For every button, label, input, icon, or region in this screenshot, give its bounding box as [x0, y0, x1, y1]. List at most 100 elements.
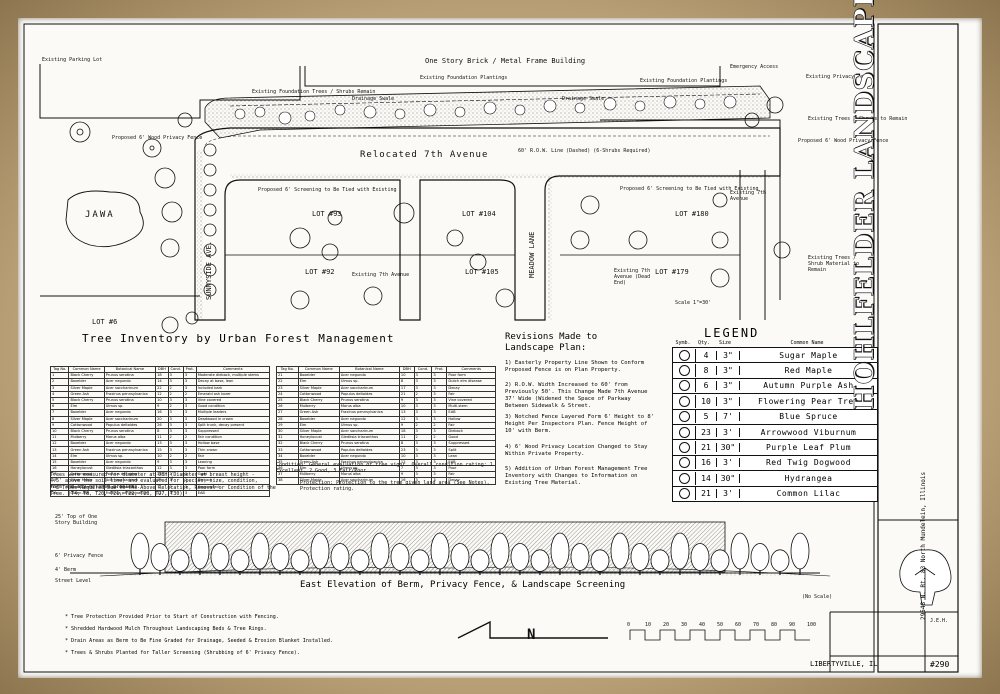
- scale-bar-number: 90: [789, 622, 796, 628]
- elevation-tree-canopy: [350, 549, 370, 572]
- existing-trees-remain-label: Existing Trees / Shrubs to Remain: [808, 116, 908, 122]
- legend-size: 3": [717, 350, 740, 360]
- elevation-tree-canopy: [330, 543, 350, 571]
- elevation-tree-canopy: [170, 549, 190, 572]
- inventory-footnote-2: * 8 Trees Required Due to the Above Relo…: [50, 485, 276, 497]
- existing-avenue-label: Existing 7th Avenue: [352, 272, 410, 278]
- drawn-by: J.E.H.: [930, 618, 949, 624]
- existing-foundation-plantings-label-2: Existing Foundation Plantings: [640, 78, 728, 84]
- proposed-fence-right-label: Proposed 6' Wood Privacy Fence: [798, 138, 889, 144]
- elevation-tree-canopy: [450, 543, 470, 571]
- legend-qty: 8: [696, 366, 717, 376]
- plant-symbol-icon: [678, 395, 690, 407]
- legend-size: 7': [717, 412, 740, 422]
- legend-size: 3": [717, 366, 740, 376]
- scale-bar-number: 20: [663, 622, 670, 628]
- inventory-cell: 38: [276, 477, 299, 485]
- elevation-tree-canopy: [430, 532, 450, 570]
- elevation-tree-canopy: [710, 549, 730, 572]
- elevation-tree-canopy: [610, 532, 630, 570]
- jawa-area: [65, 190, 144, 248]
- meadow-label: MEADOW LANE: [528, 231, 536, 278]
- revision-item-4: 4) 6' Wood Privacy Location Changed to S…: [505, 444, 648, 457]
- plant-symbol-icon: [678, 411, 690, 423]
- proposed-screening-left-label: Proposed 6' Screening to Be Tied with Ex…: [258, 187, 397, 193]
- row-line-dashed: [204, 135, 770, 146]
- lot-180-label: LOT #180: [675, 210, 709, 218]
- company-name: HOHLFELDER LANDSCAPING, INC.: [850, 0, 881, 410]
- oak-tree-logo: [899, 549, 952, 606]
- legend-size: 3': [717, 458, 740, 468]
- legend-symbol: [673, 471, 696, 485]
- existing-trees-shrubs-label: Existing Trees / Shrub Material to Remai…: [808, 255, 860, 273]
- legend-header-symbol: Symb.: [675, 340, 691, 346]
- elevation-tree-canopy: [790, 532, 810, 570]
- elevation-tree-canopy: [770, 549, 790, 572]
- inventory-cell: Green Ash: [68, 489, 105, 497]
- legend-size: 3": [717, 381, 740, 391]
- elevation-tree-canopy: [470, 549, 490, 572]
- building-outline: [304, 66, 721, 87]
- elevation-tree-canopy: [310, 532, 330, 570]
- plan-trees: [69, 96, 791, 334]
- project-city: LIBERTYVILLE, IL: [810, 660, 878, 668]
- legend-size: 3': [717, 427, 740, 437]
- legend-symbol: [673, 441, 696, 455]
- legend-qty: 14: [696, 473, 717, 483]
- proposed-fence-left-label: Proposed 6' Wood Privacy Fence: [112, 135, 203, 141]
- elevation-tree-canopy: [270, 543, 290, 571]
- inventory-footnote-1: Trees were measured for diameter at DBH …: [50, 472, 258, 490]
- elevation-tree-canopy: [130, 532, 150, 570]
- legend-qty: 10: [696, 396, 717, 406]
- legend-common-name: Blue Spruce: [779, 412, 838, 422]
- inventory-cell: 11: [155, 489, 169, 497]
- legend-common-name: Red Twig Dogwood: [765, 458, 852, 468]
- legend-qty: 23: [696, 427, 717, 437]
- legend-common-name: Hydrangea: [784, 473, 833, 483]
- north-arrow-label: N: [527, 627, 536, 643]
- drainage-swale-label-2: Drainage Swale: [562, 96, 605, 102]
- existing-foundation-plantings-label: Existing Foundation Plantings: [420, 75, 508, 81]
- elevation-title: East Elevation of Berm, Privacy Fence, &…: [300, 580, 626, 590]
- revision-item-3: 3) Notched Fence Layered Form 6' Height …: [505, 414, 655, 434]
- elevation-tree-canopy: [530, 549, 550, 572]
- legend-size: 30": [717, 443, 740, 453]
- parking-lot-outline: [39, 64, 301, 119]
- elevation-label-top: 25' Top of One Story Building: [55, 514, 98, 526]
- elevation-tree-canopy: [670, 532, 690, 570]
- inventory-cell: 20: [49, 489, 70, 497]
- legend-common-name: Autumn Purple Ash: [763, 381, 854, 391]
- elevation-label-fence: 6' Privacy Fence: [55, 553, 104, 559]
- legend-symbol: [673, 487, 696, 501]
- title-block-border: [877, 23, 959, 673]
- condition-key: Condition: General evaluation of tree vi…: [276, 462, 493, 474]
- inventory-cell: Silver Maple: [297, 477, 340, 485]
- legend-qty: 4: [696, 350, 717, 360]
- proposed-screening-right-label: Proposed 6' Screening to Be Tied with Ex…: [620, 186, 759, 192]
- existing-foundation-trees-label: Existing Foundation Trees / Shrubs Remai…: [252, 89, 376, 95]
- inventory-cell: Moderate dieback, multiple stems: [195, 372, 271, 380]
- legend-common-name: Red Maple: [784, 366, 833, 376]
- elevation-tree-canopy: [210, 543, 230, 571]
- elevation-tree-canopy: [250, 532, 270, 570]
- elevation-tree-canopy: [290, 549, 310, 572]
- lot-104-label: LOT #104: [462, 210, 496, 218]
- legend-header-size: Size: [718, 340, 732, 346]
- revision-item-2: 2) R.O.W. Width Increased to 60' from Pr…: [505, 382, 648, 409]
- note-1: * Tree Protection Provided Prior to Star…: [65, 614, 279, 620]
- legend-symbol: [673, 364, 696, 378]
- elevation-tree-canopy: [550, 532, 570, 570]
